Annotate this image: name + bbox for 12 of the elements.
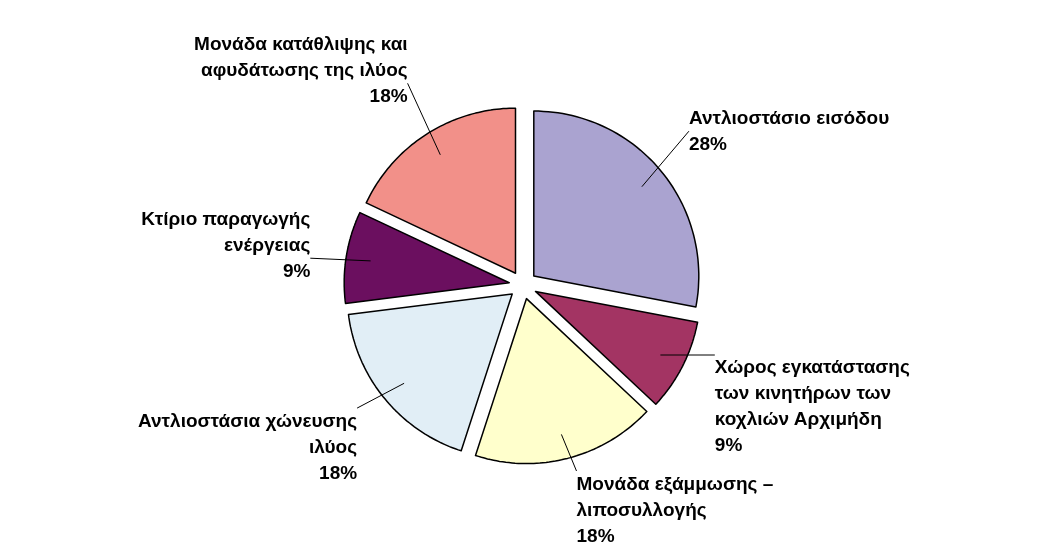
value-label: 18% xyxy=(318,461,358,486)
category-label: Χώρος εγκατάστασης των κινητήρων των κοχλιών Αρχιμήδη xyxy=(714,355,911,432)
value-label: 18% xyxy=(368,84,408,109)
value-label: 9% xyxy=(281,259,311,284)
category-label: Αντλιοστάσια χώνευσης ιλύος xyxy=(137,409,358,460)
value-label: 9% xyxy=(714,433,744,458)
category-label: Μονάδα κατάθλιψης και αφυδάτωσης της ιλύος xyxy=(193,32,408,83)
value-label: 28% xyxy=(688,132,728,157)
category-label: Κτίριο παραγωγής ενέργειας xyxy=(140,207,311,258)
category-label: Αντλιοστάσιο εισόδου xyxy=(688,106,891,131)
value-label: 18% xyxy=(576,524,616,548)
category-label: Μονάδα εξάμμωσης – λιποσυλλογής xyxy=(576,472,775,522)
